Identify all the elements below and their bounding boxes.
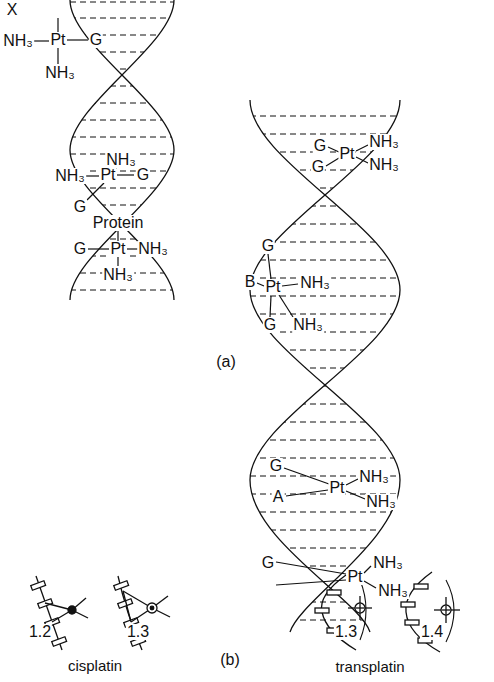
bond-lines [31,18,376,588]
base-pair [0,52,494,53]
dna-strand [70,0,174,300]
dna-strand [70,0,174,300]
base-pair [0,86,494,87]
callout-number: 1.3 [126,624,150,640]
base-pair [0,296,494,297]
callout-number: 1.2 [28,624,52,640]
base-pair [0,494,494,495]
chemical-label: Pt [338,146,355,162]
chemical-label: Pt [99,167,116,183]
chemical-label: G [261,238,275,254]
chemical-label: NH₃ [377,583,409,599]
base-pair [0,152,494,153]
chemical-label: G [313,138,327,154]
chemical-label: G [73,199,87,215]
base-pair [0,422,494,423]
base-pair [0,188,494,189]
base-pair [0,154,494,155]
base-pair [0,620,494,621]
base-pair [0,530,494,531]
base-pair [0,368,494,369]
chemical-label: NH₃ [105,152,137,168]
base-pair [0,404,494,405]
base-pair [0,222,494,223]
chemical-label: NH₃ [2,33,34,49]
chemical-label: B [244,274,257,290]
chemical-label: NH₃ [368,134,400,150]
dna-strand [250,100,400,632]
chemical-label: G [136,167,150,183]
base-pair [0,239,494,240]
base-pair [0,188,494,189]
base-pair [0,137,494,138]
chemical-label: Pt [109,241,126,257]
chemical-label: A [272,489,285,505]
base-pair [0,602,494,603]
adduct-schematic [315,575,372,650]
chemical-label: NH₃ [102,267,134,283]
chemical-label: NH₃ [137,241,169,257]
base-pair [0,350,494,351]
base-pair [0,332,494,333]
base-pair [0,548,494,549]
base-pair [0,116,494,117]
base-pair [0,458,494,459]
chemical-label: Pt [264,279,281,295]
base-pair [0,260,494,261]
chemical-label: G [73,241,87,257]
chemical-label: Pt [49,32,66,48]
base-pair [0,566,494,567]
chemical-label: G [269,458,283,474]
caption-word: cisplatin [67,658,123,673]
base-pair [0,476,494,477]
chemical-label: G [263,317,277,333]
base-pair [0,440,494,441]
chemical-label: Pt [328,480,345,496]
chemical-label: NH₃ [368,157,400,173]
base-pair [0,314,494,315]
chemical-label: X [6,2,19,18]
caption-word: transplatin [334,659,405,674]
chemical-label: NH₃ [365,494,397,510]
callout-number: 1.4 [420,624,444,640]
chemical-label: G [311,159,325,175]
panel-label: (b) [219,652,241,668]
adduct-schematic [114,576,170,650]
chemical-label: G [89,32,103,48]
chemical-label: NH₃ [372,555,404,571]
callout-number: 1.3 [334,624,358,640]
chemical-label: NH₃ [44,65,76,81]
base-pair [0,224,494,225]
chemical-label: NH₃ [299,275,331,291]
base-pair [0,512,494,513]
chemical-label: Protein [92,215,145,231]
base-pair [0,35,494,36]
base-pair [0,120,494,121]
chemical-label: NH₃ [54,168,86,184]
chemical-label: NH₃ [292,317,324,333]
chemical-label: NH₃ [358,469,390,485]
adduct-schematic [401,572,460,652]
base-pair [0,386,494,387]
chemical-label: G [261,555,275,571]
panel-label: (a) [215,354,237,370]
base-pair [0,103,494,104]
chemical-label: Pt [346,569,363,585]
dna-strand [250,100,400,632]
